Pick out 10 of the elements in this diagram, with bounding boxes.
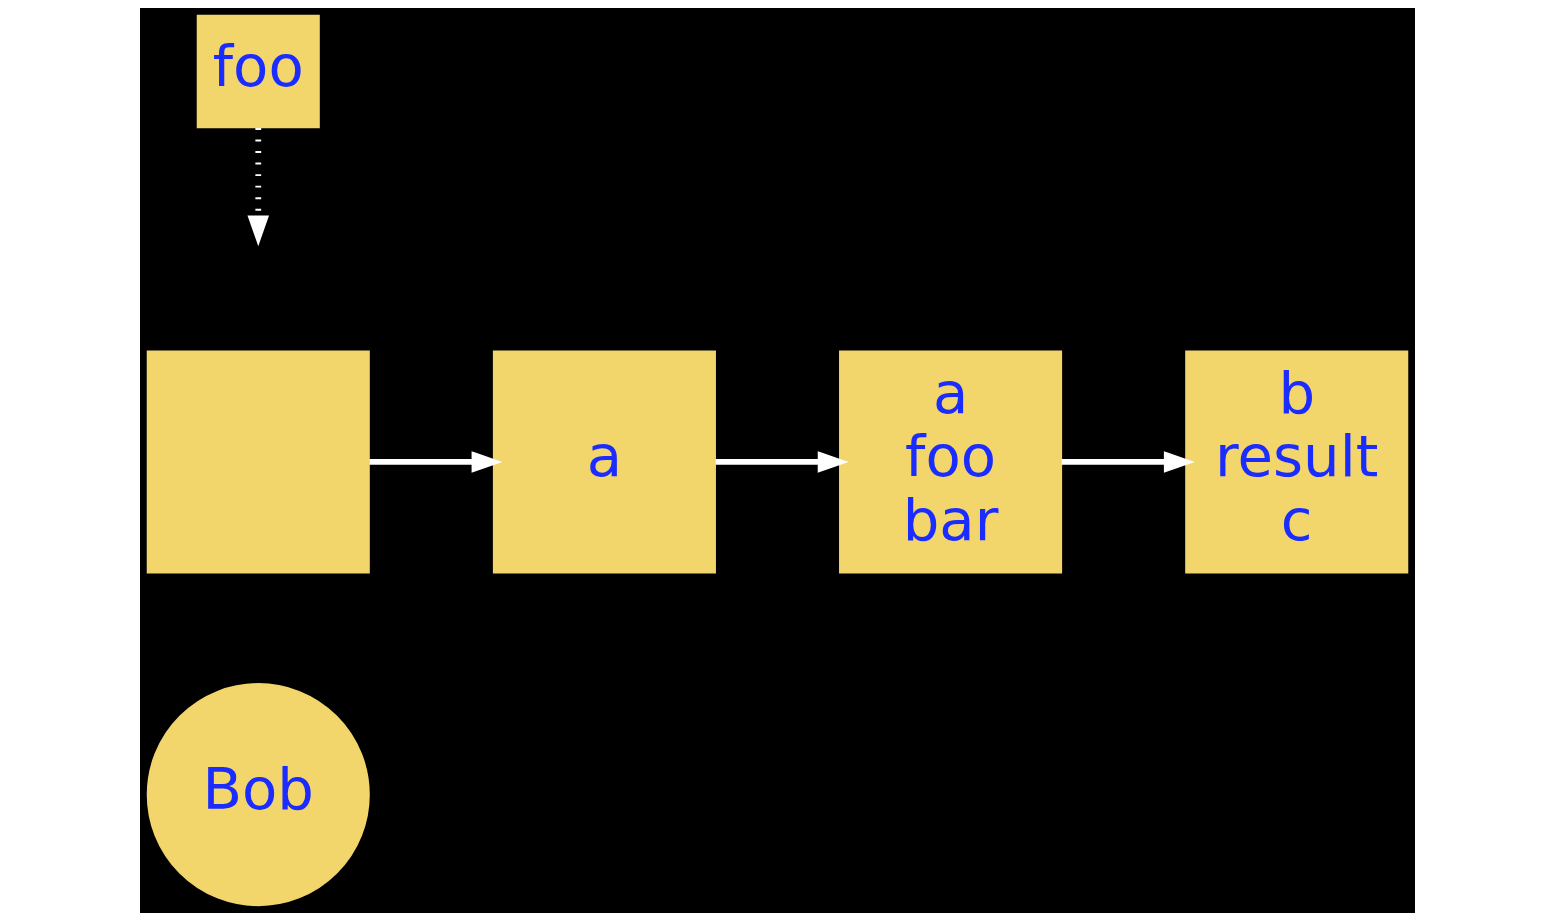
arrow	[1061, 451, 1195, 473]
node-box: b result c	[1185, 350, 1409, 574]
node-box: foo	[196, 14, 320, 129]
node-box	[146, 350, 370, 574]
arrow	[369, 451, 503, 473]
node-box: a	[492, 350, 716, 574]
arrow	[247, 128, 270, 247]
node-circle: Bob	[146, 683, 370, 907]
arrow	[715, 451, 849, 473]
node-box: a foo bar	[839, 350, 1063, 574]
